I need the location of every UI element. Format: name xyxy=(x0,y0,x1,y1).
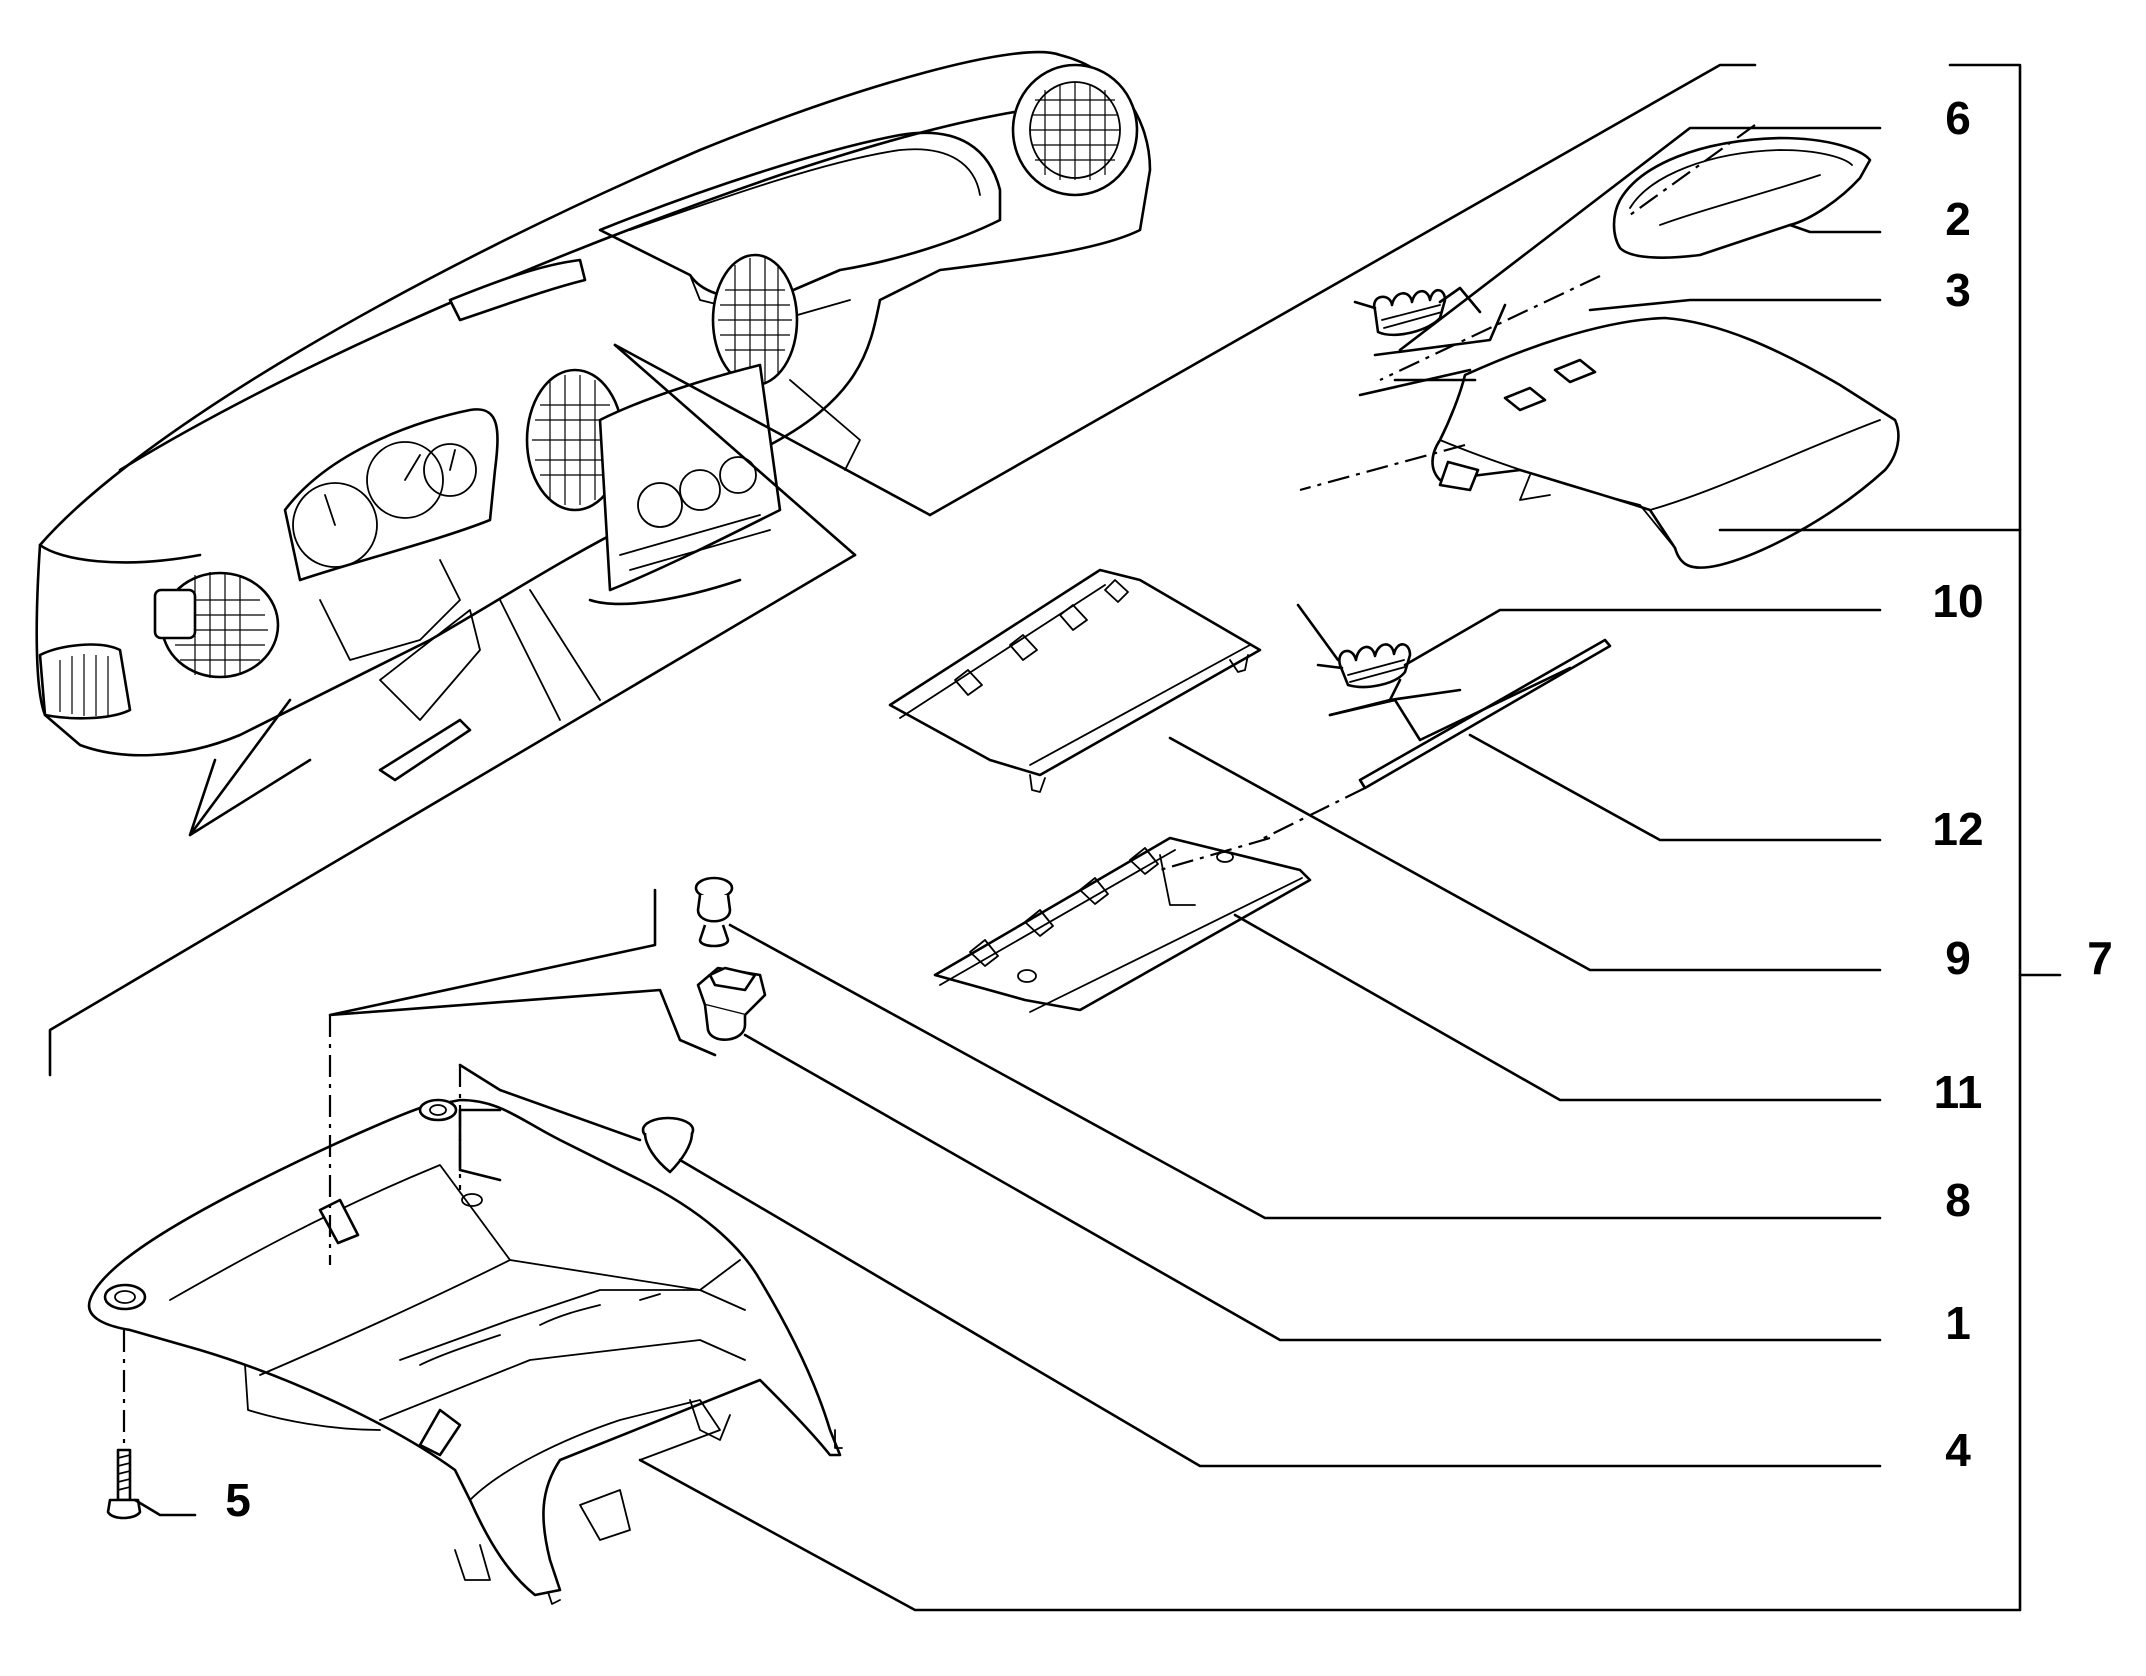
callout-10: 10 xyxy=(1932,575,1984,627)
part-9-hinge-plate xyxy=(888,568,1262,793)
callout-4: 4 xyxy=(1945,1424,1971,1476)
bracket-lines xyxy=(328,303,1572,1182)
part-lid-assembly xyxy=(1431,316,1900,569)
callout-5: 5 xyxy=(225,1474,251,1526)
callout-7: 7 xyxy=(2087,932,2113,984)
callout-3: 3 xyxy=(1945,264,1971,316)
part-8-clip xyxy=(694,876,734,948)
part-6-spring xyxy=(1353,286,1482,337)
assembly-guide-lines xyxy=(328,124,1756,1265)
part-2-flap-cover xyxy=(1612,136,1872,259)
callout-1: 1 xyxy=(1945,1297,1971,1349)
part-5-screw xyxy=(106,1330,142,1520)
part-12-rod xyxy=(1358,638,1612,790)
callout-2: 2 xyxy=(1945,193,1971,245)
callout-8: 8 xyxy=(1945,1174,1971,1226)
part-4-bump-stop xyxy=(641,1116,695,1174)
projection-lines xyxy=(48,63,1757,1077)
part-10-spring xyxy=(1296,603,1412,689)
part-1-latch xyxy=(696,966,767,1041)
callout-9: 9 xyxy=(1945,932,1971,984)
callout-12: 12 xyxy=(1932,803,1984,855)
dashboard-overview-illustration xyxy=(35,50,1152,837)
callout-6: 6 xyxy=(1945,92,1971,144)
callout-11: 11 xyxy=(1933,1066,1983,1118)
part-11-hinge-base xyxy=(933,836,1312,1013)
glovebox-body xyxy=(87,1098,843,1605)
callout-leader-lines xyxy=(133,63,2062,1612)
